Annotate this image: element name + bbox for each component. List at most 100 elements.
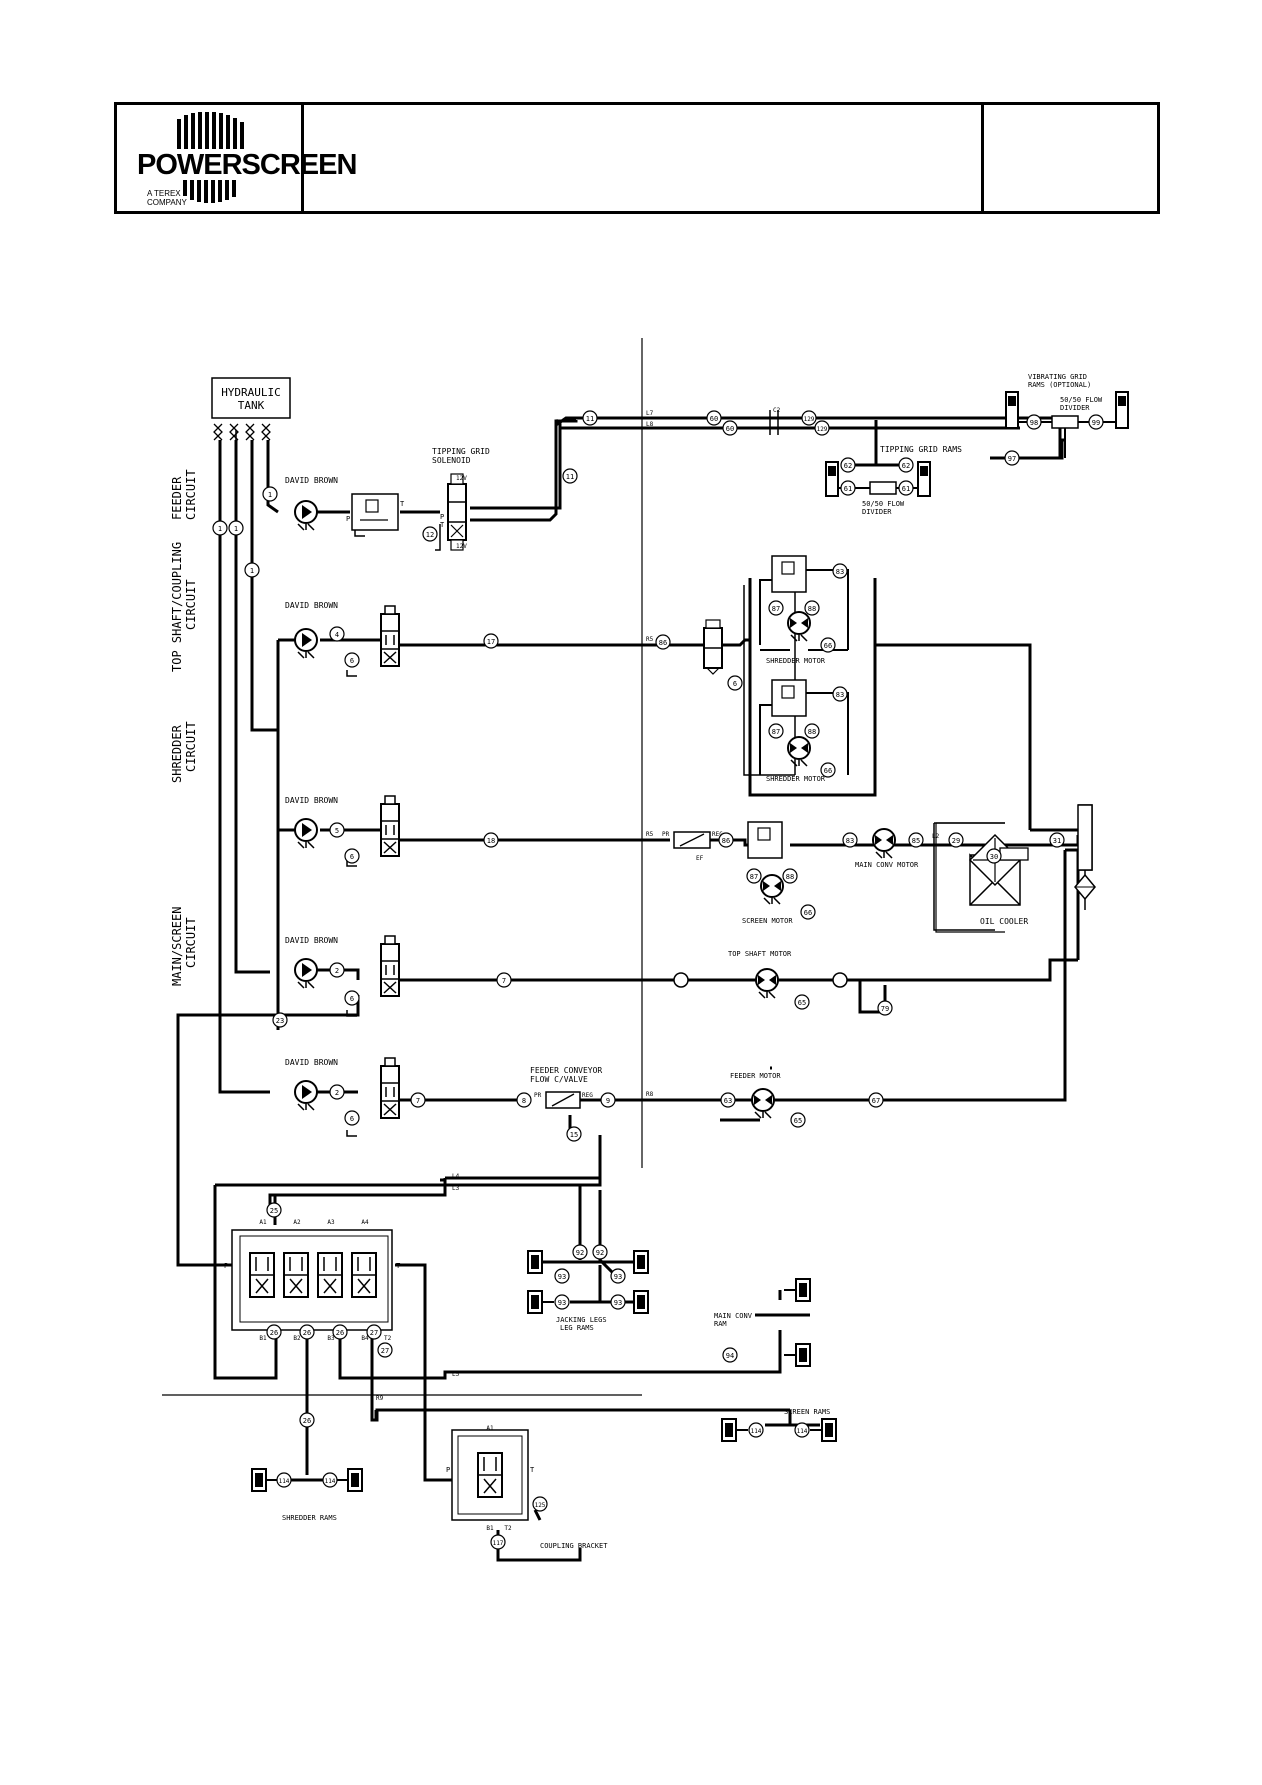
tipping-grid-solenoid: TIPPING GRID SOLENOID 12V 12V P T xyxy=(432,447,490,551)
pump-4-icon xyxy=(294,958,318,989)
svg-text:6: 6 xyxy=(733,680,737,688)
port-label: L2 xyxy=(932,833,940,840)
svg-text:92: 92 xyxy=(596,1249,604,1257)
jacking-legs-label-1: JACKING LEGS xyxy=(556,1316,607,1324)
svg-text:27: 27 xyxy=(381,1347,389,1355)
hose-lines xyxy=(176,416,1080,1562)
port-label: T xyxy=(400,500,405,508)
hose-marker: 62 xyxy=(898,457,914,473)
svg-text:88: 88 xyxy=(808,728,816,736)
tank-label-1: HYDRAULIC xyxy=(221,386,281,399)
coupling-valve: A1 B1 T2 P T COUPLING BRACKET xyxy=(446,1425,608,1550)
svg-text:129: 129 xyxy=(817,426,828,433)
svg-text:7: 7 xyxy=(502,977,506,985)
svg-text:4: 4 xyxy=(335,631,339,639)
pump-3-icon xyxy=(294,818,318,849)
pump-label-3: DAVID BROWN xyxy=(285,796,338,805)
svg-text:67: 67 xyxy=(872,1097,880,1105)
hose-marker: 88 xyxy=(804,723,820,739)
port-label: A1 xyxy=(486,1425,494,1432)
hose-marker: 6 xyxy=(344,848,360,864)
svg-text:66: 66 xyxy=(804,909,812,917)
port-label: T xyxy=(530,1466,535,1474)
port-label: B1 xyxy=(486,1525,494,1532)
flow-divider-label-1: 50/50 FLOW xyxy=(862,500,905,508)
port-label: B1 xyxy=(259,1335,267,1342)
hose-marker: 26 xyxy=(266,1324,282,1340)
svg-text:93: 93 xyxy=(614,1299,622,1307)
hose-marker: 6 xyxy=(344,652,360,668)
port-label: P xyxy=(446,1466,450,1474)
vib-flow-divider-label-1: 50/50 FLOW xyxy=(1060,396,1103,404)
hose-marker: 60 xyxy=(706,410,722,426)
shredder-motor-label-1: SHREDDER MOTOR xyxy=(766,657,826,665)
svg-text:61: 61 xyxy=(902,485,910,493)
svg-text:1: 1 xyxy=(268,491,272,499)
hose-marker: 23 xyxy=(272,1012,288,1028)
hose-marker: 94 xyxy=(722,1347,738,1363)
svg-text:93: 93 xyxy=(558,1299,566,1307)
svg-text:9: 9 xyxy=(606,1097,610,1105)
shredder-motor-group-2: SHREDDER MOTOR xyxy=(759,679,849,783)
svg-text:1: 1 xyxy=(250,567,254,575)
svg-text:79: 79 xyxy=(881,1005,889,1013)
port-label: T2 xyxy=(504,1525,512,1532)
hose-marker: 11 xyxy=(582,410,598,426)
hose-marker: 6 xyxy=(344,990,360,1006)
svg-text:25: 25 xyxy=(270,1207,278,1215)
svg-text:26: 26 xyxy=(303,1329,311,1337)
hose-marker: 2 xyxy=(329,1084,345,1100)
control-valve-2 xyxy=(380,605,400,667)
svg-text:93: 93 xyxy=(614,1273,622,1281)
pump-5-icon xyxy=(294,1080,318,1111)
coupling-bracket-label: COUPLING BRACKET xyxy=(540,1542,608,1550)
feeder-valve-label-2: FLOW C/VALVE xyxy=(530,1075,588,1084)
port-label: L8 xyxy=(646,421,654,428)
relief-valve-block: P T xyxy=(346,493,405,537)
hose-marker: 4 xyxy=(329,626,345,642)
control-valve-3 xyxy=(380,795,400,857)
svg-text:2: 2 xyxy=(335,1089,339,1097)
svg-text:18: 18 xyxy=(487,837,495,845)
top-shaft-motor-icon xyxy=(755,968,779,999)
shredder-circuit-label-2: CIRCUIT xyxy=(184,721,198,772)
hose-marker: 98 xyxy=(1026,414,1042,430)
hose-marker: 62 xyxy=(840,457,856,473)
svg-text:99: 99 xyxy=(1092,419,1100,427)
hose-marker: 1 xyxy=(262,486,278,502)
hose-marker: 27 xyxy=(377,1342,393,1358)
hose-marker: 12 xyxy=(422,526,438,542)
port-label: P xyxy=(346,515,350,523)
hose-marker: 65 xyxy=(790,1112,806,1128)
svg-text:93: 93 xyxy=(558,1273,566,1281)
feeder-circuit-label-2: CIRCUIT xyxy=(184,469,198,520)
hose-marker: 114 xyxy=(322,1472,338,1488)
hose-marker: 88 xyxy=(804,600,820,616)
logo-tagline-1: A TEREX xyxy=(147,189,181,198)
hose-marker: 87 xyxy=(768,600,784,616)
pump-1-icon xyxy=(294,500,318,531)
hose-marker: 29 xyxy=(948,832,964,848)
divider-port-labels: L7 L8 R5 R5 R8 L4 L3 L5 R9 xyxy=(376,410,654,1402)
hose-marker: 129 xyxy=(814,420,830,436)
tipping-grid-rams-label: TIPPING GRID RAMS xyxy=(880,445,962,454)
hose-marker: 99 xyxy=(1088,414,1104,430)
feeder-motor-icon xyxy=(751,1088,775,1119)
hose-marker: 93 xyxy=(554,1294,570,1310)
svg-text:8: 8 xyxy=(522,1097,526,1105)
svg-text:87: 87 xyxy=(772,605,780,613)
title-cell xyxy=(301,105,984,211)
hose-marker: 92 xyxy=(572,1244,588,1260)
vib-flow-divider-label-2: DIVIDER xyxy=(1060,404,1090,412)
port-label: P xyxy=(224,1262,228,1270)
tipping-grid-rams: TIPPING GRID RAMS 50/50 FLOW DIVIDER C2 xyxy=(769,407,962,516)
port-label: PR xyxy=(662,831,670,838)
hose-marker: 1 xyxy=(212,520,228,536)
port-label: A2 xyxy=(293,1219,301,1226)
tipping-grid-solenoid-label-1: TIPPING GRID xyxy=(432,447,490,456)
flow-divider-label-2: DIVIDER xyxy=(862,508,892,516)
screen-motor-label: SCREEN MOTOR xyxy=(742,917,793,925)
topshaft-circuit-label-1: TOP SHAFT/COUPLING xyxy=(170,542,184,672)
screen-rams: SCREEN RAMS xyxy=(721,1408,837,1442)
